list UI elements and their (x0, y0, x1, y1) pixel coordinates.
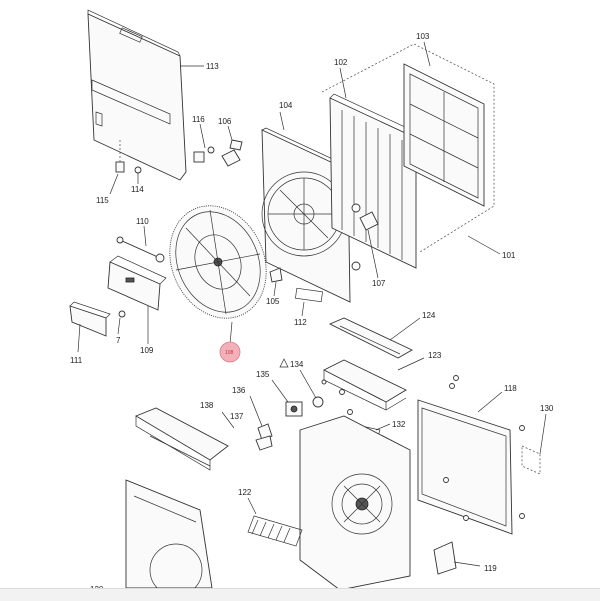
label-106: 106 (218, 117, 232, 126)
part-bar-138[interactable] (134, 407, 235, 471)
label-116: 116 (192, 115, 205, 124)
part-hinge-106[interactable] (221, 125, 243, 167)
part-tray-123[interactable] (323, 357, 425, 411)
part-clip-114[interactable] (134, 166, 142, 184)
label-115: 115 (96, 196, 109, 205)
part-rod-110[interactable] (116, 225, 165, 263)
label-122: 122 (238, 488, 252, 497)
label-119: 119 (484, 564, 497, 573)
part-motor-135[interactable] (271, 379, 303, 417)
label-112: 112 (294, 318, 307, 327)
part-clip-107[interactable] (351, 203, 379, 279)
part-bracket-109[interactable] (107, 255, 167, 344)
label-134: 134 (290, 360, 304, 369)
label-124: 124 (422, 311, 436, 320)
part-cover-124[interactable] (328, 317, 421, 359)
part-wheel-108[interactable] (152, 190, 283, 345)
part-screw-7[interactable] (117, 310, 126, 335)
label-107: 107 (372, 279, 386, 288)
part-clip-136[interactable] (249, 395, 273, 441)
part-latch-116[interactable] (193, 123, 215, 163)
part-prefilter-103[interactable] (403, 41, 485, 207)
hotspot-label: 108 (225, 350, 234, 356)
label-104: 104 (279, 101, 293, 110)
part-mesh-122[interactable] (247, 497, 303, 547)
part-filter-102[interactable] (329, 67, 421, 269)
part-front-housing[interactable] (125, 479, 213, 597)
part-front-panel[interactable] (87, 9, 204, 181)
part-clip-115[interactable] (109, 140, 125, 195)
part-back-panel-118[interactable] (417, 391, 513, 535)
label-109: 109 (140, 346, 154, 355)
label-130: 130 (540, 404, 554, 413)
label-118: 118 (504, 384, 517, 393)
part-clip-137[interactable] (255, 435, 273, 451)
label-110: 110 (136, 217, 149, 226)
label-111: 111 (70, 356, 83, 365)
label-136: 136 (232, 386, 246, 395)
part-pcb-119[interactable] (433, 541, 481, 575)
hotspot-108[interactable]: 108 (219, 341, 241, 363)
label-114: 114 (131, 185, 144, 194)
label-105: 105 (266, 297, 280, 306)
label-101: 101 (502, 251, 516, 260)
part-knob-111[interactable] (69, 301, 111, 353)
label-138: 138 (200, 401, 214, 410)
screws (321, 375, 525, 521)
label-123: 123 (428, 351, 442, 360)
part-housing[interactable] (299, 415, 411, 591)
label-135: 135 (256, 370, 270, 379)
label-102: 102 (334, 58, 348, 67)
part-clip-105[interactable] (269, 267, 283, 297)
part-label-112[interactable] (295, 287, 323, 317)
label-137: 137 (230, 412, 244, 421)
label-132: 132 (392, 420, 406, 429)
part-sheet-130[interactable] (521, 413, 547, 475)
label-113: 113 (206, 62, 219, 71)
viewer-bottom-bar (0, 588, 600, 601)
label-7: 7 (116, 336, 121, 345)
part-set-101[interactable] (321, 43, 501, 255)
part-sensor-134[interactable] (279, 358, 324, 408)
label-103: 103 (416, 32, 430, 41)
